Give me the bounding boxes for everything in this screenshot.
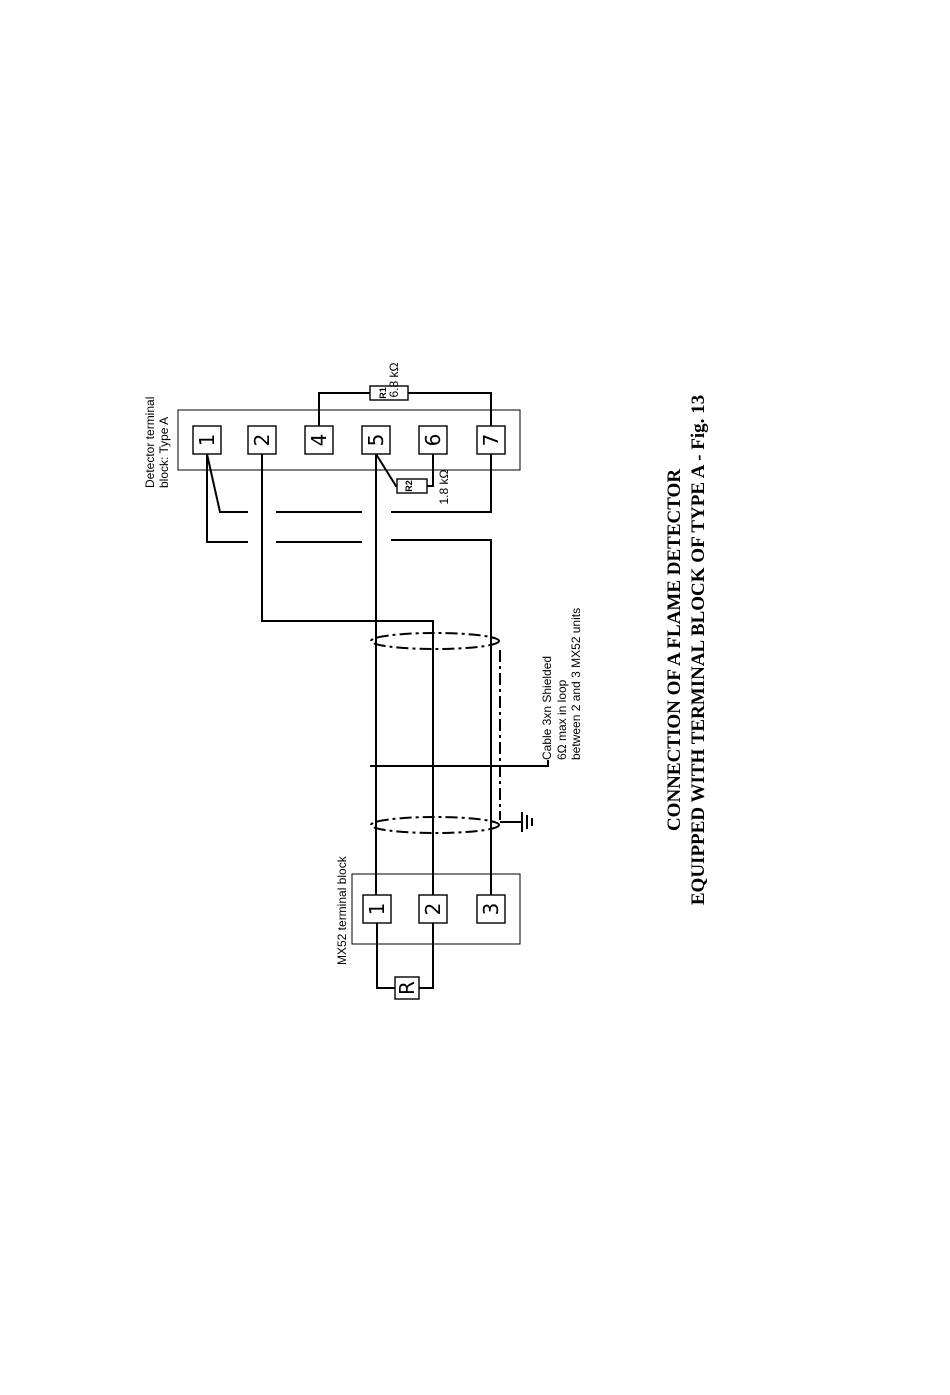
svg-text:2: 2 xyxy=(421,903,445,916)
cable-label-line3: between 2 and 3 MX52 units xyxy=(569,608,583,760)
cable-shield-bottom xyxy=(371,817,499,833)
caption-line2: EQUIPPED WITH TERMINAL BLOCK OF TYPE A -… xyxy=(688,395,709,905)
svg-text:R2: R2 xyxy=(404,480,414,492)
detector-terminal-2-label: 2 xyxy=(250,434,274,447)
shielded-cable: Cable 3xn Shielded 6Ω max in loop betwee… xyxy=(370,608,583,833)
r1-value: 6.8 kΩ xyxy=(387,362,401,397)
svg-text:R: R xyxy=(395,981,419,995)
r2-value: 1.8 kΩ xyxy=(437,469,451,504)
detector-terminal-6-label: 6 xyxy=(421,434,445,447)
cable-label-line1: Cable 3xn Shielded xyxy=(540,656,554,760)
cable-label-line2: 6Ω max in loop xyxy=(555,679,569,760)
detector-terminal-1-label: 1 xyxy=(195,434,219,447)
svg-text:1: 1 xyxy=(365,903,389,916)
svg-text:3: 3 xyxy=(479,903,503,916)
mx52-terminal-block: MX52 terminal block 1 2 3 R xyxy=(335,822,520,999)
caption-line1: CONNECTION OF A FLAME DETECTOR xyxy=(664,469,685,831)
figure-caption: CONNECTION OF A FLAME DETECTOR EQUIPPED … xyxy=(664,395,709,905)
detector-block-label-line1: Detector terminal xyxy=(143,397,157,488)
detector-terminal-5-label: 5 xyxy=(364,434,388,447)
mx52-block-label: MX52 terminal block xyxy=(335,855,349,965)
resistor-r1: R1 6.8 kΩ xyxy=(319,362,491,426)
detector-wiring xyxy=(207,454,491,905)
detector-terminal-block: Detector terminal block: Type A 1 2 4 5 … xyxy=(143,397,520,488)
detector-terminal-4-label: 4 xyxy=(307,434,331,447)
detector-block-label-line2: block: Type A xyxy=(157,417,171,488)
cable-shield-top xyxy=(371,633,499,649)
resistor-r2: R2 1.8 kΩ xyxy=(376,454,451,505)
detector-terminal-7-label: 7 xyxy=(479,434,503,447)
